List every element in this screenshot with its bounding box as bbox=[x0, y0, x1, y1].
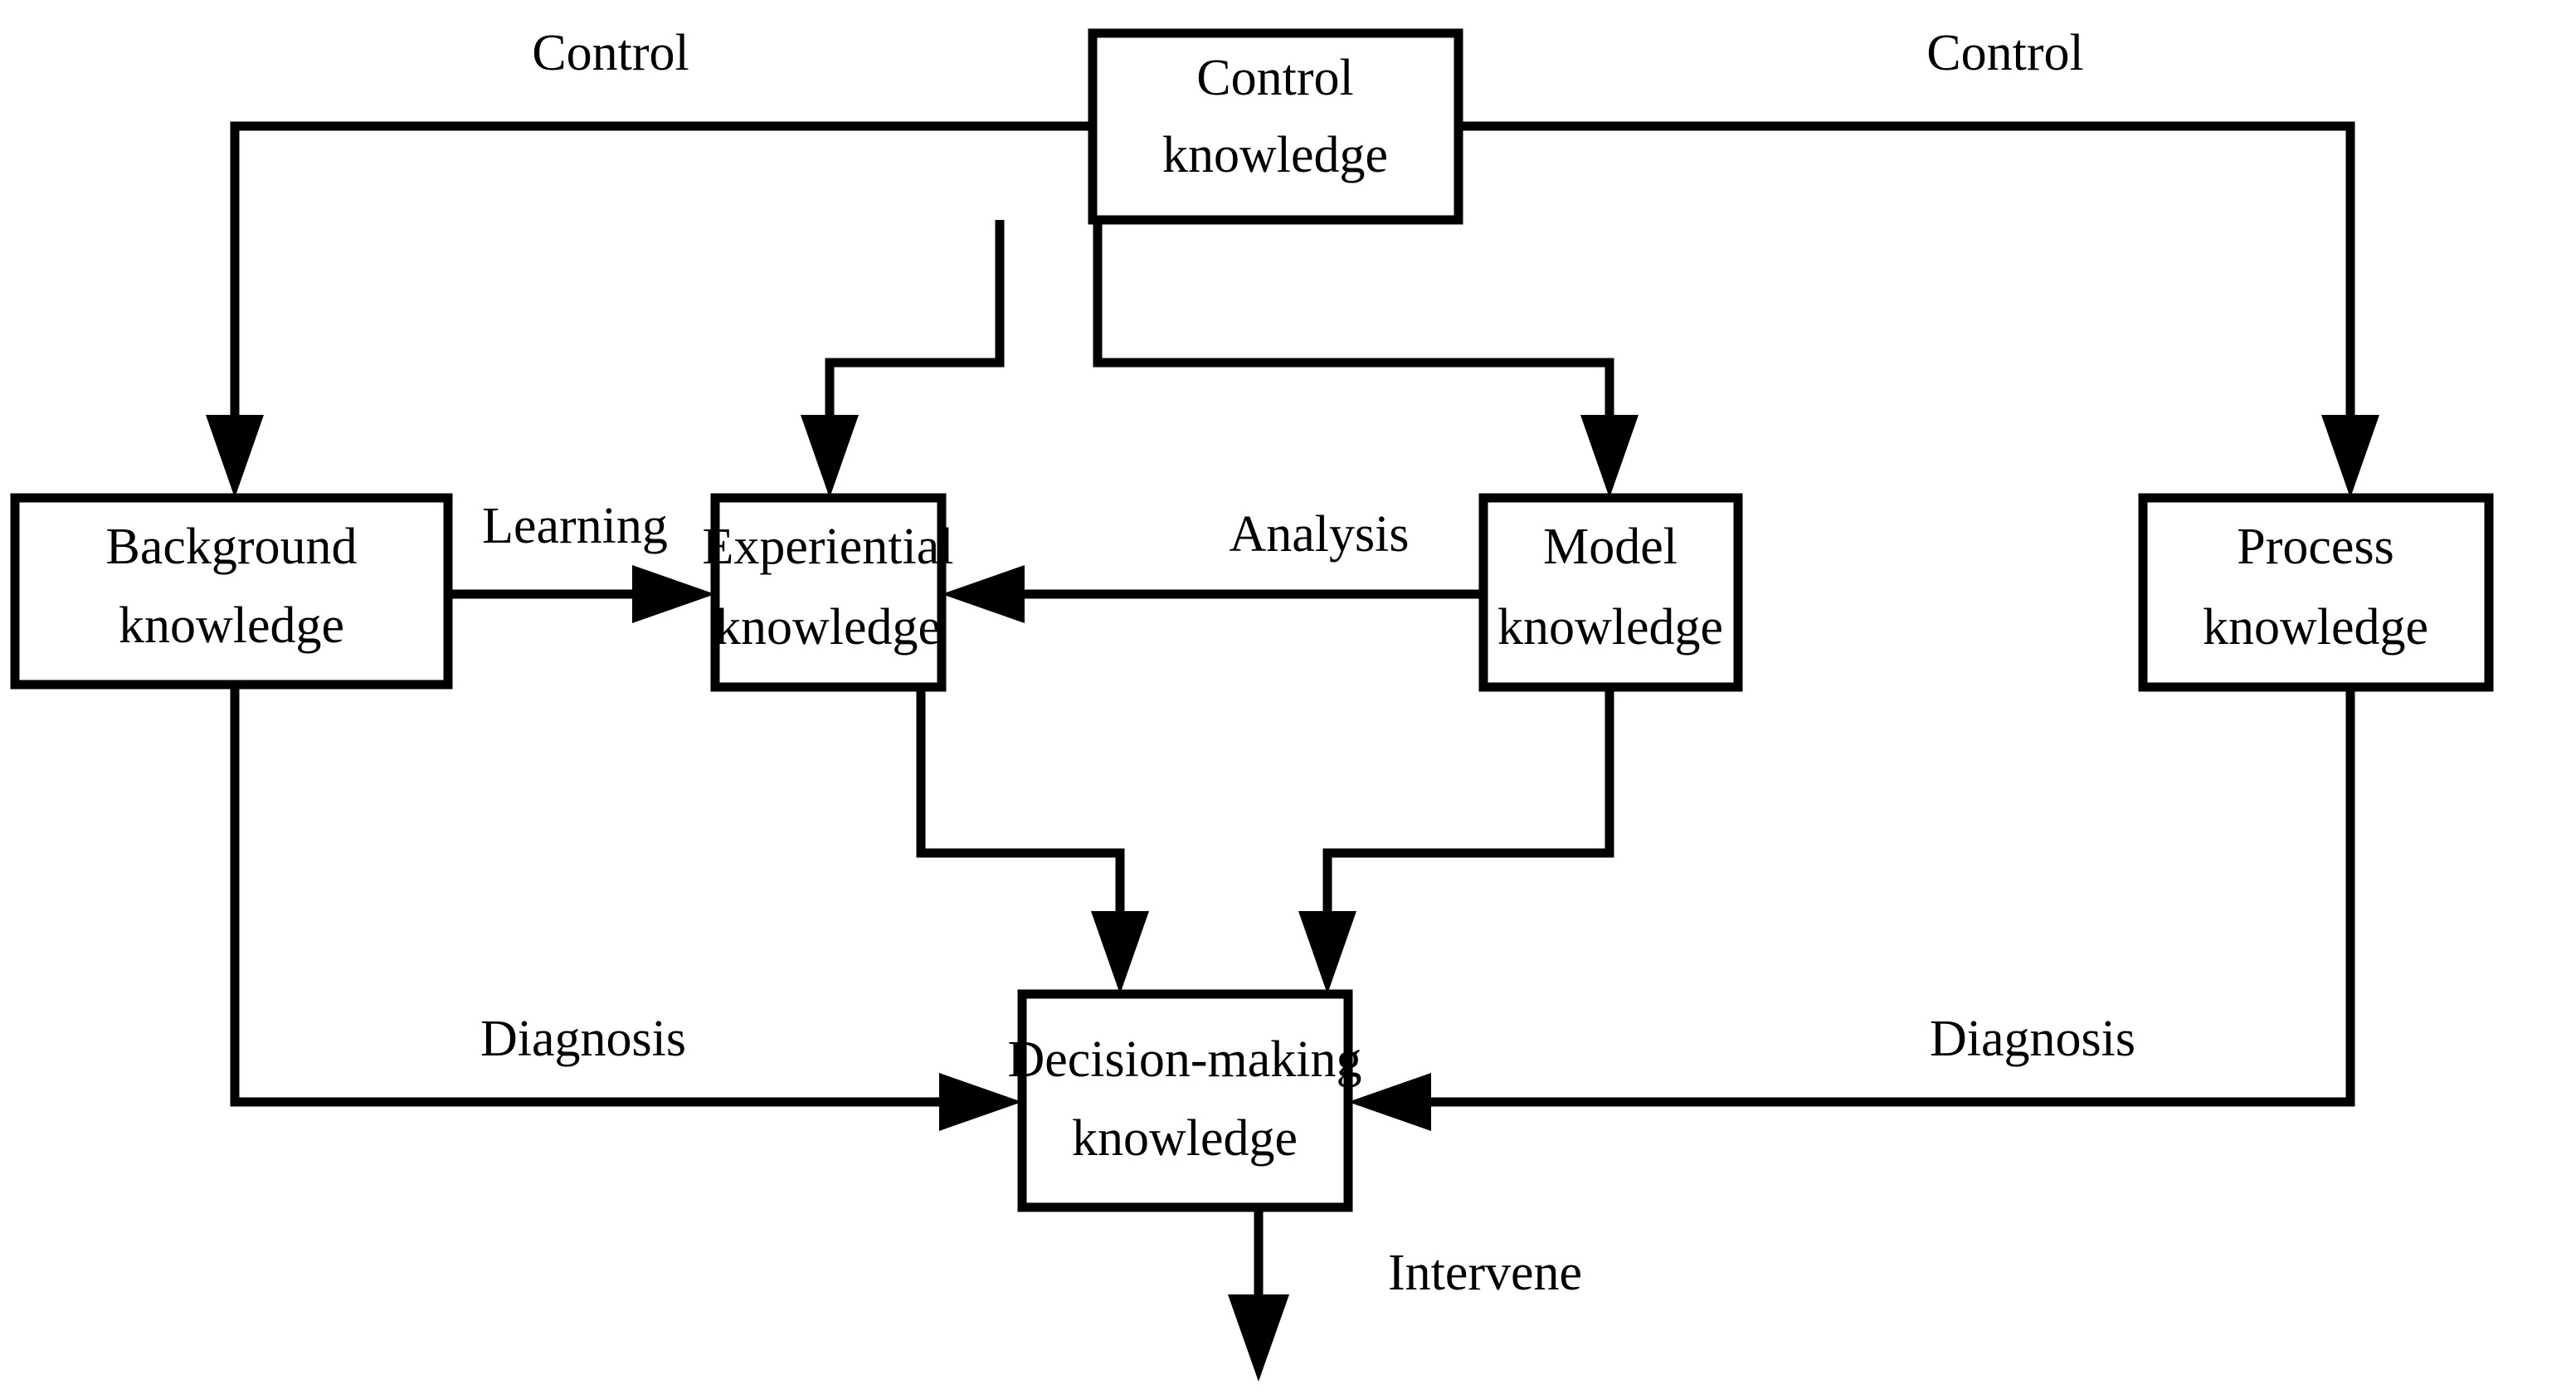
node-experiential-knowledge-label-line1: Experiential bbox=[703, 519, 954, 575]
node-experiential-knowledge[interactable]: Experiential knowledge bbox=[703, 493, 954, 692]
node-decision-making-knowledge-label-line1: Decision-making bbox=[1007, 1031, 1361, 1088]
edge-control-to-model bbox=[1093, 220, 1639, 498]
edge-model-to-decision-line bbox=[1322, 687, 1614, 961]
edge-label-control-right: Control bbox=[1926, 25, 2083, 81]
node-process-knowledge[interactable]: Process knowledge bbox=[2138, 493, 2494, 692]
node-decision-making-knowledge-label-line2: knowledge bbox=[1072, 1110, 1298, 1167]
node-experiential-knowledge-label-line2: knowledge bbox=[715, 599, 941, 656]
node-process-knowledge-box[interactable] bbox=[2138, 493, 2494, 692]
edge-experiential-to-decision-line bbox=[916, 687, 1125, 961]
edge-label-diagnosis-right: Diagnosis bbox=[1930, 1011, 2135, 1067]
edge-control-to-background bbox=[206, 121, 1093, 498]
edge-background-to-decision-line bbox=[230, 685, 989, 1107]
node-experiential-knowledge-box[interactable] bbox=[710, 493, 947, 692]
edge-control-to-model-line bbox=[1093, 220, 1614, 465]
node-model-knowledge-box[interactable] bbox=[1478, 493, 1743, 692]
node-background-knowledge[interactable]: Background knowledge bbox=[10, 493, 453, 690]
edge-experiential-to-decision-arrowhead bbox=[1091, 911, 1149, 994]
node-control-knowledge-label-line2: knowledge bbox=[1162, 127, 1388, 183]
edge-background-to-experiential bbox=[448, 565, 715, 623]
node-control-knowledge-label-line1: Control bbox=[1196, 50, 1353, 106]
node-model-knowledge-label-line2: knowledge bbox=[1497, 599, 1723, 656]
edge-decision-output bbox=[1228, 1207, 1289, 1382]
edge-control-to-background-line bbox=[230, 121, 1093, 465]
node-control-knowledge-box[interactable] bbox=[1088, 28, 1463, 225]
edge-experiential-to-decision bbox=[916, 687, 1149, 994]
node-control-knowledge[interactable]: Control knowledge bbox=[1088, 28, 1463, 225]
node-background-knowledge-label-line2: knowledge bbox=[119, 597, 344, 654]
edge-model-to-experiential bbox=[942, 565, 1483, 623]
edge-control-to-experiential bbox=[801, 220, 1005, 498]
edge-control-to-process-line bbox=[1458, 121, 2355, 465]
node-background-knowledge-label-line1: Background bbox=[105, 519, 357, 575]
node-process-knowledge-label-line2: knowledge bbox=[2203, 599, 2428, 656]
edge-label-learning: Learning bbox=[482, 498, 668, 554]
edge-process-to-decision-arrowhead bbox=[1348, 1073, 1431, 1131]
edge-process-to-decision bbox=[1348, 687, 2355, 1131]
edge-label-analysis: Analysis bbox=[1230, 506, 1410, 563]
edge-background-to-decision-arrowhead bbox=[939, 1073, 1022, 1131]
edge-model-to-decision-arrowhead bbox=[1298, 911, 1356, 994]
edge-control-to-background-arrowhead bbox=[206, 415, 264, 498]
node-model-knowledge[interactable]: Model knowledge bbox=[1478, 493, 1743, 692]
edge-control-to-process-arrowhead bbox=[2321, 415, 2379, 498]
edge-model-to-decision bbox=[1298, 687, 1614, 994]
edge-background-to-decision bbox=[230, 685, 1022, 1131]
node-decision-making-knowledge-box[interactable] bbox=[1017, 989, 1353, 1212]
node-model-knowledge-label-line1: Model bbox=[1543, 519, 1678, 575]
edge-label-diagnosis-left: Diagnosis bbox=[480, 1011, 686, 1067]
edge-label-intervene: Intervene bbox=[1388, 1245, 1582, 1301]
edge-control-to-experiential-line bbox=[825, 220, 1005, 465]
edge-control-to-model-arrowhead bbox=[1580, 415, 1639, 498]
edge-control-to-process bbox=[1458, 121, 2379, 498]
node-decision-making-knowledge[interactable]: Decision-making knowledge bbox=[1007, 989, 1362, 1212]
edge-process-to-decision-line bbox=[1381, 687, 2355, 1107]
edge-model-to-experiential-arrowhead bbox=[942, 565, 1025, 623]
edge-label-control-left: Control bbox=[532, 25, 689, 81]
node-process-knowledge-label-line1: Process bbox=[2237, 519, 2393, 575]
edge-background-to-experiential-arrowhead bbox=[632, 565, 715, 623]
edge-decision-output-arrowhead bbox=[1228, 1294, 1289, 1382]
node-background-knowledge-box[interactable] bbox=[10, 493, 453, 690]
edge-control-to-experiential-arrowhead bbox=[801, 415, 859, 498]
